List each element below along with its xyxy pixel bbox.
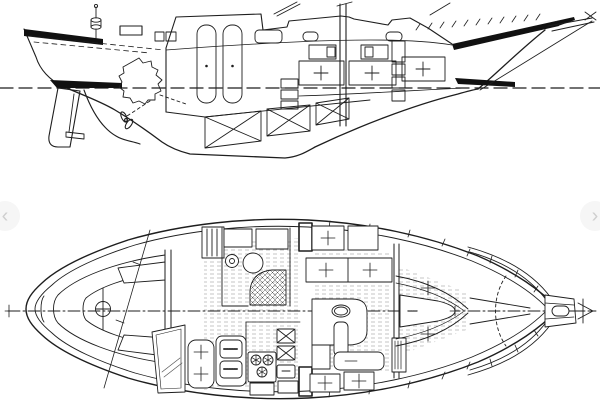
shower-pan [249,269,287,306]
chevron-left-icon: ‹ [1,205,9,227]
cabin-doors [196,24,243,104]
berth-panels [298,56,465,97]
chart-table [151,324,186,394]
stern-boot-stripe [50,80,122,88]
anchor-platform [544,294,594,328]
companionway-steps [280,78,299,110]
plan-bow [467,246,594,376]
chevron-right-icon: › [591,205,599,227]
stove [247,351,277,383]
bow-sheer-stripe [452,21,559,50]
stern-sheer-stripe [24,29,103,45]
plan-galley [151,321,301,396]
drawers [391,40,406,102]
burner [250,354,262,366]
bowsprit [479,11,597,91]
toilet [225,254,239,268]
burner [262,354,274,366]
rudder [48,87,85,148]
steering-wheel [95,287,111,331]
burner [256,366,268,378]
carousel-prev-button[interactable]: ‹ [0,201,20,231]
dodger [273,1,301,17]
icebox [276,364,296,379]
cabin-windows [154,31,403,60]
mast [336,1,353,127]
profile-interior [118,24,465,149]
bilge-tanks [204,97,350,149]
chain-locker-bulkhead [495,275,507,347]
profile-deck-structures [29,1,541,60]
rigging-line [103,229,151,389]
plan-companionway-ladder [201,226,225,259]
plan-saloon [298,222,393,397]
anchor [551,305,570,317]
plan-head [221,227,291,307]
plan-cockpit [40,229,172,389]
plan-view [4,218,597,400]
bow-boot-stripe [455,78,515,87]
propeller [120,94,187,130]
head-sink [242,252,264,274]
profile-view [0,1,600,159]
galley-sinks [276,328,296,361]
profile-hull [23,11,597,159]
engine [118,57,163,105]
tank-lockers [215,335,247,387]
deck-winch [90,3,102,39]
bobstay [479,20,593,91]
toerail-ticks [415,13,541,31]
plan-vberth [391,243,469,379]
carousel-next-button[interactable]: › [580,201,600,231]
